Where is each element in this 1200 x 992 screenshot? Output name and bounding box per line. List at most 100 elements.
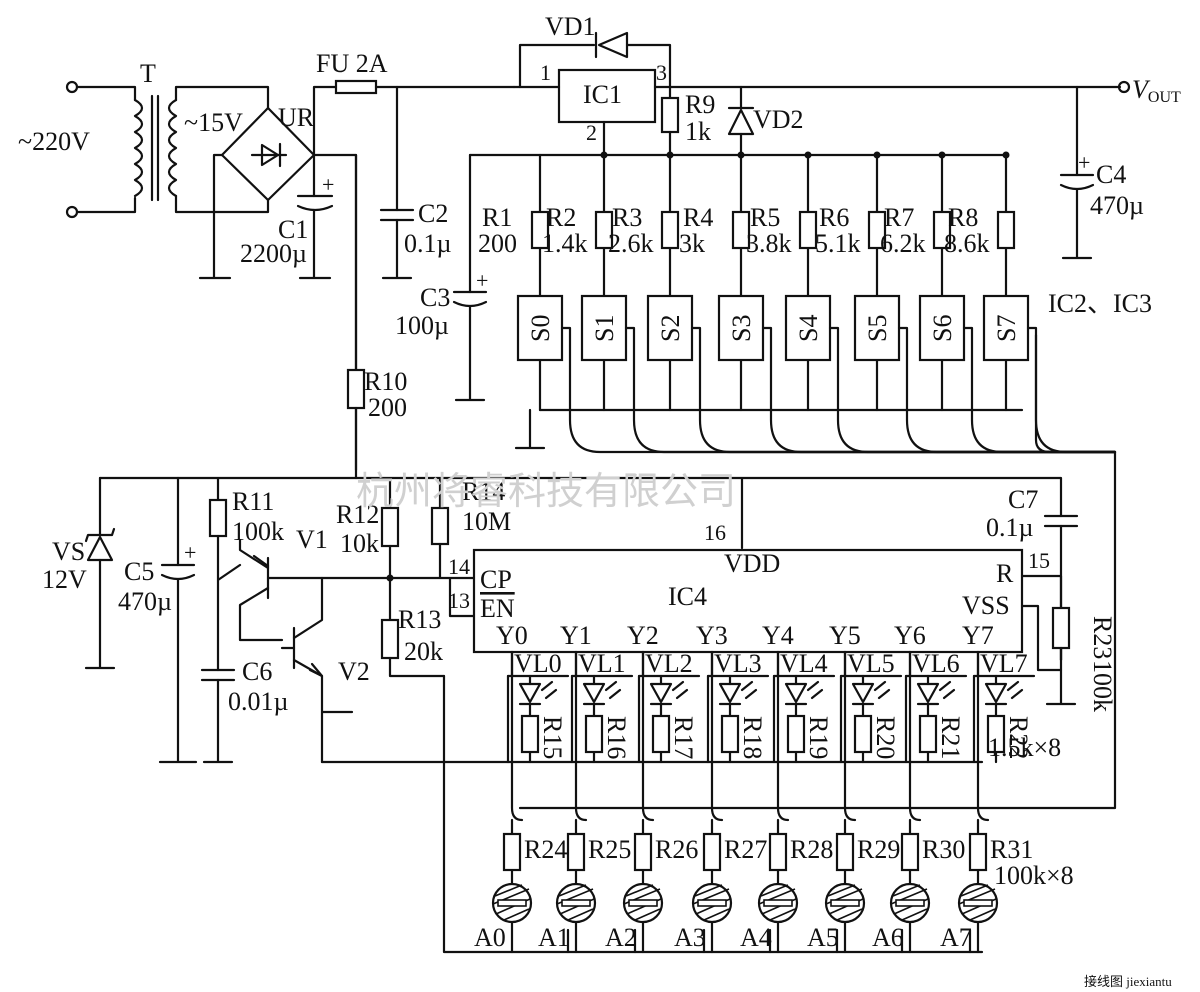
capacitor-c5: + C5 470µ [118, 476, 198, 764]
counter-ic4: VDD IC4 CP EN R VSS 16 14 13 15 [442, 520, 1077, 954]
c1-value: 2200µ [240, 239, 307, 268]
divider-resistor-ref: R1 [482, 203, 512, 232]
led-resistor-note: 1.5k×8 [988, 733, 1061, 762]
switch-common-ground [514, 408, 1024, 450]
divider-resistor [660, 210, 680, 250]
switch-ic-label: IC2、IC3 [1048, 289, 1152, 318]
regulator-ic1: IC1 1 3 2 [512, 60, 1122, 157]
transformer-secondary-label: ~15V [184, 108, 243, 137]
c7-value: 0.1µ [986, 513, 1034, 542]
led-resistor-ref: R22 [1004, 716, 1033, 759]
led-resistor-ref: R15 [538, 716, 567, 759]
push-button-label: A5 [807, 923, 839, 952]
ic4-cp: CP [480, 565, 512, 594]
ic1-ref: IC1 [583, 80, 622, 109]
push-button-label: A6 [872, 923, 904, 952]
r13-value: 20k [404, 637, 443, 666]
analog-switch-label: S0 [526, 315, 555, 342]
divider-resistor [731, 210, 751, 250]
capacitor-c2: C2 0.1µ [379, 85, 452, 280]
diode-vd1: VD1 [518, 12, 672, 89]
c1-ref: C1 [278, 215, 308, 244]
transistor-v2: V2 [280, 576, 370, 764]
vd1-ref: VD1 [545, 12, 596, 41]
divider-resistor-value: 3.8k [746, 229, 792, 258]
transistor-v1: V1 [238, 525, 392, 642]
led-resistor [853, 714, 873, 754]
led-resistor [786, 714, 806, 754]
r9-value: 1k [685, 117, 711, 146]
resistor-r14: R14 10M [388, 477, 511, 618]
push-button-label: A7 [940, 923, 972, 952]
divider-resistor [594, 210, 614, 250]
push-button-label: A4 [740, 923, 772, 952]
svg-text:+: + [184, 540, 196, 565]
led-resistor [651, 714, 671, 754]
divider-resistor-value: 8.6k [944, 229, 990, 258]
resistor-r10: R10 200 [346, 153, 407, 480]
key-resistor [502, 832, 522, 872]
ic4-output-label: Y2 [627, 621, 659, 650]
divider-resistor-ref: R3 [612, 203, 642, 232]
analog-switch-label: S6 [928, 315, 957, 342]
ic4-output-label: Y5 [829, 621, 861, 650]
ic4-pin15: 15 [1028, 548, 1050, 573]
push-button-label: A1 [538, 923, 570, 952]
led-resistor [584, 714, 604, 754]
ic4-output-label: Y0 [496, 621, 528, 650]
corner-logo: 接线图 jiexiantu [1084, 974, 1172, 989]
led-icon [984, 682, 1008, 704]
led-label: VL4 [780, 649, 828, 678]
svg-text:+: + [322, 172, 334, 197]
push-button-label: A3 [674, 923, 706, 952]
fuse-fu: FU 2A [312, 49, 516, 157]
ic4-ref: IC4 [668, 582, 707, 611]
divider-resistor [530, 210, 550, 250]
svg-text:+: + [1078, 150, 1090, 175]
rectifier-ref: UR [278, 103, 315, 132]
divider-resistor-ref: R5 [750, 203, 780, 232]
led-resistor [918, 714, 938, 754]
vs-ref: VS [52, 537, 85, 566]
ic4-vdd: VDD [724, 549, 780, 578]
transformer-t: T ~15V [133, 59, 270, 214]
r23-value: 100k [1088, 660, 1117, 712]
analog-switch-label: S3 [727, 315, 756, 342]
led-resistor [520, 714, 540, 754]
divider-resistor-ref: R6 [819, 203, 849, 232]
v1-ref: V1 [296, 525, 328, 554]
c3-value: 100µ [395, 311, 449, 340]
ic4-en: EN [480, 594, 515, 623]
key-resistor-ref: R29 [857, 835, 900, 864]
analog-switch [982, 294, 1030, 362]
analog-switch-label: S5 [863, 315, 892, 342]
divider-resistor-value: 2.6k [608, 229, 654, 258]
led-label: VL0 [514, 649, 562, 678]
c2-ref: C2 [418, 199, 448, 228]
ic1-pin3: 3 [656, 60, 667, 85]
r14-value: 10M [462, 507, 511, 536]
key-resistor [633, 832, 653, 872]
led-icon [718, 682, 742, 704]
mains-voltage-label: ~220V [18, 127, 90, 156]
output-terminal: VOUT [1117, 75, 1181, 106]
key-resistor [900, 832, 920, 872]
key-resistor-ref: R25 [588, 835, 631, 864]
r10-value: 200 [368, 393, 407, 422]
c4-ref: C4 [1096, 160, 1126, 189]
resistor-r12: R12 10k [336, 500, 400, 622]
divider-resistor [798, 210, 818, 250]
key-resistor-ref: R26 [655, 835, 698, 864]
divider-resistor-ref: R2 [546, 203, 576, 232]
r12-ref: R12 [336, 500, 379, 529]
ic4-pin16: 16 [704, 520, 726, 545]
divider-resistor [867, 210, 887, 250]
led-resistor-ref: R20 [871, 716, 900, 759]
divider-resistor-ref: R4 [683, 203, 713, 232]
c6-value: 0.01µ [228, 687, 289, 716]
led-label: VL3 [714, 649, 762, 678]
bridge-rectifier-ur: UR [198, 103, 316, 280]
led-resistor [720, 714, 740, 754]
led-resistor-ref: R16 [602, 716, 631, 759]
